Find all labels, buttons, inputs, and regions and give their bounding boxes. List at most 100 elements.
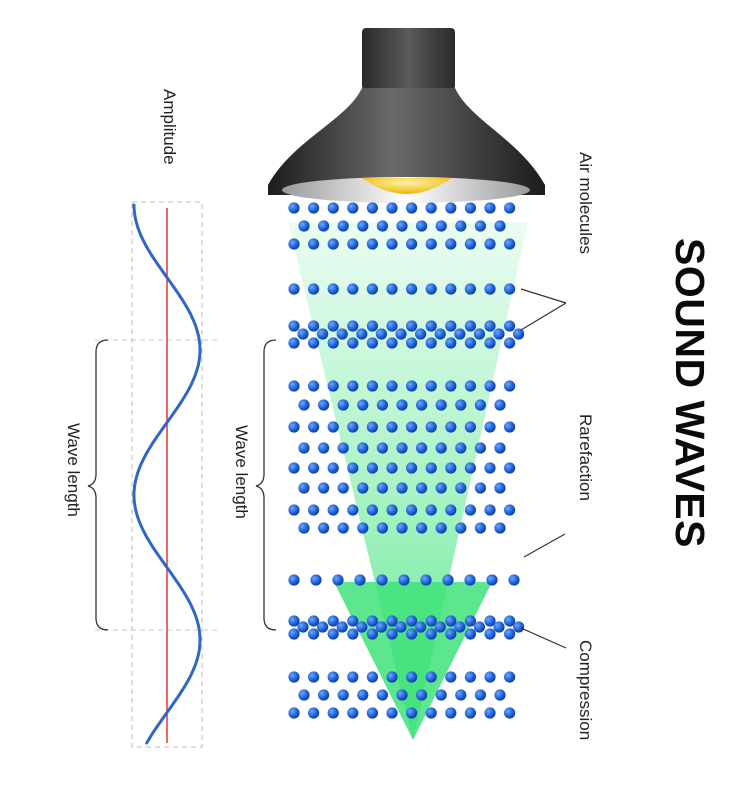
air-molecule	[406, 628, 418, 640]
air-molecule	[445, 320, 457, 332]
air-molecule	[464, 337, 476, 349]
air-molecule	[376, 482, 388, 494]
air-molecule	[484, 320, 496, 332]
air-molecule	[406, 380, 418, 392]
air-molecule	[310, 574, 322, 586]
air-molecule	[484, 615, 496, 627]
air-molecule	[406, 462, 418, 474]
air-molecule	[435, 399, 447, 411]
air-molecule	[406, 421, 418, 433]
air-molecule	[386, 380, 398, 392]
air-molecule	[486, 574, 498, 586]
air-molecules-pointer-2	[520, 302, 567, 331]
air-molecule	[366, 504, 378, 516]
air-molecule	[327, 337, 339, 349]
air-molecule	[298, 522, 310, 534]
air-molecule	[318, 522, 330, 534]
air-molecule	[376, 689, 388, 701]
air-molecule	[504, 671, 516, 683]
air-molecule	[425, 462, 437, 474]
air-molecule	[375, 328, 387, 340]
air-molecule	[308, 320, 320, 332]
air-molecule	[464, 707, 476, 719]
air-molecule	[386, 320, 398, 332]
air-molecule	[288, 337, 300, 349]
wave-length-label-left: Wave length	[64, 423, 83, 517]
air-molecule	[484, 421, 496, 433]
air-molecule	[474, 220, 486, 232]
air-molecule	[386, 707, 398, 719]
air-molecule	[455, 442, 467, 454]
air-molecule	[425, 504, 437, 516]
air-molecule	[347, 238, 359, 250]
rarefaction-pointer	[523, 533, 566, 558]
air-molecule	[513, 328, 525, 340]
air-molecule	[366, 421, 378, 433]
air-molecule	[357, 689, 369, 701]
air-molecule	[406, 504, 418, 516]
air-molecule	[347, 707, 359, 719]
air-molecule	[357, 482, 369, 494]
air-molecule	[484, 202, 496, 214]
air-molecule	[445, 504, 457, 516]
lamp-icon	[268, 28, 545, 203]
air-molecule	[318, 399, 330, 411]
air-molecule	[494, 689, 506, 701]
air-molecule	[366, 628, 378, 640]
air-molecule	[386, 202, 398, 214]
air-molecule	[376, 399, 388, 411]
air-molecule	[504, 380, 516, 392]
air-molecule	[445, 238, 457, 250]
air-molecule	[484, 238, 496, 250]
air-molecule	[396, 522, 408, 534]
air-molecule	[318, 442, 330, 454]
air-molecule	[425, 380, 437, 392]
air-molecule	[508, 574, 520, 586]
air-molecule	[504, 462, 516, 474]
air-molecule	[425, 238, 437, 250]
air-molecule	[464, 238, 476, 250]
air-molecule	[347, 615, 359, 627]
air-molecule	[435, 442, 447, 454]
air-molecule	[327, 671, 339, 683]
air-molecule	[425, 283, 437, 295]
air-molecule	[464, 615, 476, 627]
air-molecule	[337, 522, 349, 534]
air-molecule	[386, 283, 398, 295]
air-molecule	[386, 421, 398, 433]
air-molecule	[308, 380, 320, 392]
air-molecule	[445, 202, 457, 214]
air-molecule	[474, 442, 486, 454]
compression-label: Compression	[576, 640, 595, 741]
air-molecule	[376, 574, 388, 586]
air-molecule	[484, 380, 496, 392]
air-molecule	[445, 283, 457, 295]
air-molecule	[473, 621, 485, 633]
air-molecule	[513, 621, 525, 633]
air-molecule	[327, 504, 339, 516]
air-molecule	[308, 421, 320, 433]
air-molecule	[504, 504, 516, 516]
air-molecule	[308, 202, 320, 214]
air-molecule	[396, 220, 408, 232]
rarefaction-label: Rarefaction	[576, 414, 595, 501]
air-molecule	[327, 421, 339, 433]
light-beam	[288, 222, 528, 740]
air-molecule	[464, 421, 476, 433]
air-molecule	[425, 421, 437, 433]
air-molecule	[376, 220, 388, 232]
air-molecule	[464, 462, 476, 474]
air-molecule	[416, 399, 428, 411]
air-molecule	[337, 399, 349, 411]
air-molecule	[366, 238, 378, 250]
air-molecule	[366, 615, 378, 627]
air-molecule	[435, 220, 447, 232]
air-molecule	[354, 574, 366, 586]
air-molecule	[288, 462, 300, 474]
air-molecule	[288, 283, 300, 295]
air-molecule	[366, 337, 378, 349]
air-molecule	[366, 283, 378, 295]
air-molecule	[308, 615, 320, 627]
air-molecule	[318, 220, 330, 232]
air-molecule	[484, 671, 496, 683]
